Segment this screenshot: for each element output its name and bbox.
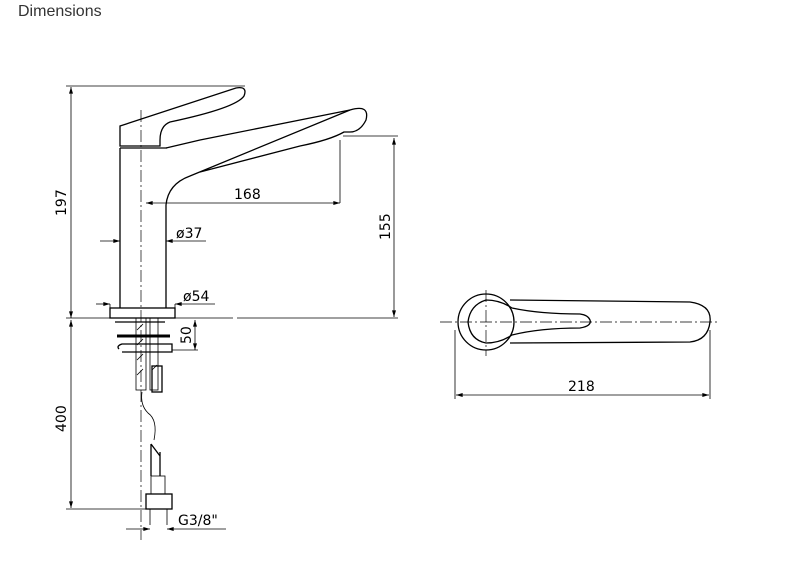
dim-spout-height: 155 [378, 213, 394, 240]
section-title: Dimensions [18, 3, 102, 20]
dim-top-view-length: 218 [568, 379, 595, 395]
dim-hose-length: 400 [54, 405, 70, 432]
dim-body-diameter: ø37 [176, 226, 202, 242]
dim-deck-thickness: 50 [179, 326, 195, 344]
dim-connection: G3/8" [178, 513, 218, 529]
dim-total-height: 197 [54, 189, 70, 216]
dim-spout-reach: 168 [234, 187, 261, 203]
dimension-lines [66, 85, 398, 531]
faucet-top-view [440, 290, 720, 399]
faucet-side-view [109, 87, 368, 540]
dim-base-diameter: ø54 [183, 289, 209, 305]
